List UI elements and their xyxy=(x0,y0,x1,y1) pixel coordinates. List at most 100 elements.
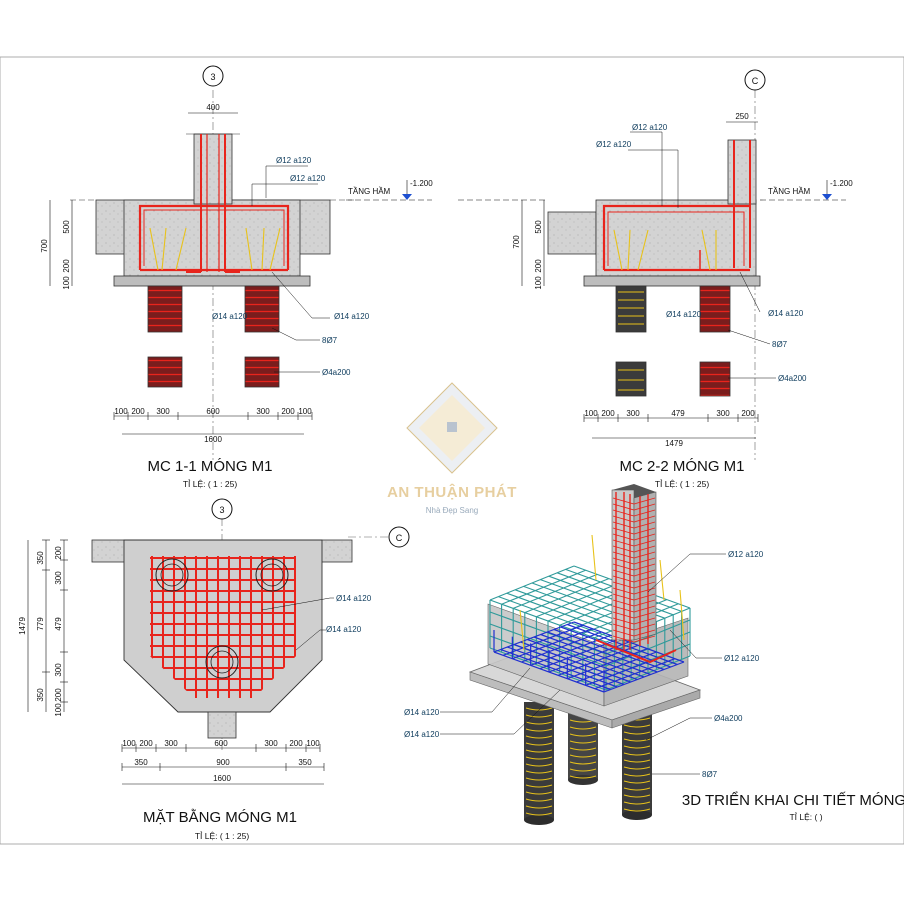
svg-text:8Ø7: 8Ø7 xyxy=(702,770,718,779)
plan-pile-3 xyxy=(205,645,239,679)
svg-text:500: 500 xyxy=(534,220,543,234)
svg-text:3: 3 xyxy=(219,505,224,515)
watermark-brand: AN THUẬN PHÁT xyxy=(387,483,517,501)
dim-label: 300 xyxy=(264,739,278,748)
svg-text:Ø12 a120: Ø12 a120 xyxy=(632,123,668,132)
dim-label: 100 xyxy=(306,739,320,748)
pile-left-lower xyxy=(147,356,183,388)
dim-label: 600 xyxy=(206,407,220,416)
svg-text:Ø4a200: Ø4a200 xyxy=(322,368,351,377)
svg-text:Ø4a200: Ø4a200 xyxy=(714,714,743,723)
svg-text:500: 500 xyxy=(62,220,71,234)
dim-label: 100 xyxy=(54,703,63,717)
plan-pile-1 xyxy=(155,558,189,592)
lean-concrete xyxy=(113,275,311,287)
dim-label: 350 xyxy=(36,688,45,702)
svg-text:700: 700 xyxy=(40,239,49,253)
dim-label: 300 xyxy=(716,409,730,418)
pile-left-2 xyxy=(615,285,647,333)
dim-label: 350 xyxy=(298,758,312,767)
level-marker-icon-2 xyxy=(822,194,832,200)
pile-cap-section-2 xyxy=(595,199,757,277)
dim-label: 300 xyxy=(156,407,170,416)
iso-3d-view: Ø12 a120 Ø12 a120 Ø14 a120 Ø14 a120 Ø4a2… xyxy=(404,484,904,825)
svg-text:-1.200: -1.200 xyxy=(830,179,853,188)
dim-label: 100 xyxy=(122,739,136,748)
svg-text:8Ø7: 8Ø7 xyxy=(322,336,338,345)
section-1-1-scale: TỈ LỆ: ( 1 : 25) xyxy=(183,478,237,489)
column-section-2 xyxy=(727,139,757,205)
plan-scale: TỈ LỆ: ( 1 : 25) xyxy=(195,830,249,841)
svg-text:1479: 1479 xyxy=(18,617,27,635)
dim-label: 900 xyxy=(216,758,230,767)
grid-label-3: 3 xyxy=(210,72,215,82)
grid-bubble-c xyxy=(744,69,766,91)
svg-text:Ø14 a120: Ø14 a120 xyxy=(666,310,702,319)
dim-label: 200 xyxy=(131,407,145,416)
svg-text:C: C xyxy=(396,533,403,543)
dim-label: 200 xyxy=(281,407,295,416)
svg-text:1600: 1600 xyxy=(213,774,231,783)
dim-label: 200 xyxy=(54,546,63,560)
dim-label: 300 xyxy=(164,739,178,748)
svg-text:100: 100 xyxy=(534,276,543,290)
watermark-logo: AN THUẬN PHÁT Nhà Đẹp Sang xyxy=(387,382,517,515)
iso-title: 3D TRIỂN KHAI CHI TIẾT MÓNG xyxy=(682,791,904,809)
dim-label: 779 xyxy=(36,617,45,631)
svg-text:200: 200 xyxy=(62,259,71,273)
pile-right xyxy=(244,285,280,333)
dim-label: 200 xyxy=(139,739,153,748)
iso-bottom-mesh xyxy=(493,621,685,693)
dim-label: 100 xyxy=(114,407,128,416)
svg-text:Ø14 a120: Ø14 a120 xyxy=(212,312,248,321)
svg-text:Ø14 a120: Ø14 a120 xyxy=(334,312,370,321)
dim-label: 200 xyxy=(741,409,755,418)
svg-text:Ø12 a120: Ø12 a120 xyxy=(728,550,764,559)
svg-text:Ø12 a120: Ø12 a120 xyxy=(724,654,760,663)
cap-top-rebar xyxy=(138,204,290,270)
svg-text:200: 200 xyxy=(534,259,543,273)
slab-section-2 xyxy=(547,211,597,255)
svg-text:1600: 1600 xyxy=(204,435,222,444)
svg-text:8Ø7: 8Ø7 xyxy=(772,340,788,349)
dim-label: 200 xyxy=(289,739,303,748)
svg-text:Ø12 a120: Ø12 a120 xyxy=(596,140,632,149)
column-section xyxy=(193,133,233,205)
iso-piles xyxy=(524,700,652,825)
section-2-2-scale: TỈ LỆ: ( 1 : 25) xyxy=(655,478,709,489)
pile-left xyxy=(147,285,183,333)
grid-bubble-3 xyxy=(202,65,224,87)
dim-label: 200 xyxy=(54,688,63,702)
dim-label: 100 xyxy=(298,407,312,416)
pile-right-lower xyxy=(244,356,280,388)
sheet-border xyxy=(0,56,904,845)
pile-cap-section xyxy=(123,199,301,277)
svg-text:Ø12 a120: Ø12 a120 xyxy=(276,156,312,165)
grid-label-c: C xyxy=(752,76,759,86)
level-label: TẦNG HẦM xyxy=(348,186,391,196)
svg-text:TẦNG HẦM: TẦNG HẦM xyxy=(768,186,811,196)
section-1-1: 3 TẦNG HẦM xyxy=(40,65,433,489)
plan-cap-outline xyxy=(123,539,323,713)
dim-label: 300 xyxy=(256,407,270,416)
svg-text:Ø14 a120: Ø14 a120 xyxy=(404,708,440,717)
dim-label: 600 xyxy=(214,739,228,748)
svg-text:100: 100 xyxy=(62,276,71,290)
plan-pile-2 xyxy=(255,558,289,592)
section-2-2: C TẦNG HẦM xyxy=(458,69,853,489)
svg-text:Ø12 a120: Ø12 a120 xyxy=(290,174,326,183)
dim-label: 350 xyxy=(36,551,45,565)
dim-label: 300 xyxy=(54,663,63,677)
dim-label: 200 xyxy=(601,409,615,418)
iso-column xyxy=(595,484,677,664)
svg-text:Ø14 a120: Ø14 a120 xyxy=(768,309,804,318)
svg-text:Ø14 a120: Ø14 a120 xyxy=(326,625,362,634)
section-1-1-title: MC 1-1 MÓNG M1 xyxy=(147,458,272,475)
foundation-plan: 3 C Ø14 a120 Ø14 a120 1479 3507793502003… xyxy=(18,498,410,841)
level-marker-icon xyxy=(402,194,412,200)
level-value: -1.200 xyxy=(410,179,433,188)
